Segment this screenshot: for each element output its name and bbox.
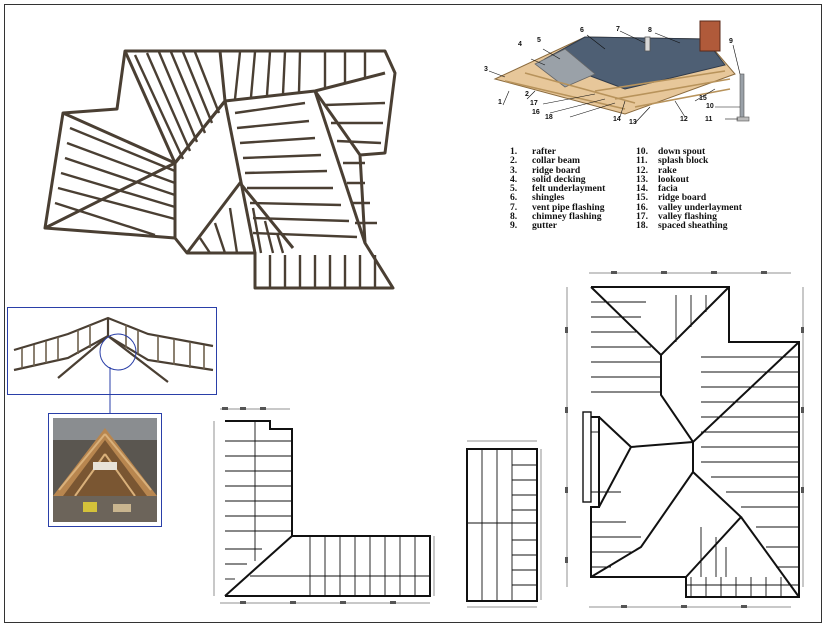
callout-11: 11 <box>705 116 713 123</box>
callout-10: 10 <box>706 103 714 110</box>
callout-5: 5 <box>537 37 541 44</box>
callout-15: 15 <box>699 95 707 102</box>
ridge-detail-inset <box>7 307 217 395</box>
callout-14: 14 <box>613 116 621 123</box>
ridge-photo <box>53 418 157 522</box>
legend-item: 15.ridge board <box>636 192 707 204</box>
inset-leader-line <box>109 367 111 415</box>
callout-1: 1 <box>498 99 502 106</box>
legend-item: 6.shingles <box>510 192 565 204</box>
roof-cutaway-illustration <box>488 20 750 124</box>
legend-item: 3.ridge board <box>510 164 581 176</box>
framing-plan-l-shape <box>213 407 435 604</box>
callout-7: 7 <box>616 26 620 33</box>
legend-item: 14.facia <box>636 183 678 195</box>
callout-2: 2 <box>525 91 529 98</box>
callout-8: 8 <box>648 27 652 34</box>
ridge-photo-inset <box>48 413 162 527</box>
legend-item: 17.valley flashing <box>636 211 717 223</box>
legend-item: 1.rafter <box>510 146 556 157</box>
framing-plan-rectangle <box>466 440 542 608</box>
legend-item: 2.collar beam <box>510 155 581 167</box>
legend-item: 7.vent pipe flashing <box>510 201 605 213</box>
callout-6: 6 <box>580 27 584 34</box>
legend-item: 11.splash block <box>636 155 709 167</box>
legend-item: 13.lookout <box>636 173 689 185</box>
callout-3: 3 <box>484 66 488 73</box>
drawing-sheet: 1 2 3 4 5 6 7 8 9 10 11 12 13 14 15 16 1… <box>4 4 822 623</box>
legend-item: 12.rake <box>636 164 677 176</box>
callout-16: 16 <box>532 109 540 116</box>
ridge-detail-3d <box>13 316 214 383</box>
framing-plan-hip-roof <box>565 271 804 608</box>
callout-17: 17 <box>530 100 538 107</box>
callout-12: 12 <box>680 116 688 123</box>
legend-item: 16.valley underlayment <box>636 201 742 213</box>
callout-4: 4 <box>518 41 522 48</box>
legend-item: 8.chimney flashing <box>510 211 602 223</box>
roof-framing-3d-model <box>43 49 397 290</box>
legend-item: 9.gutter <box>510 220 558 232</box>
legend-item: 18.spaced sheathing <box>636 220 728 232</box>
legend-column-right: 10.down spout 11.splash block 12.rake 13… <box>636 147 742 231</box>
legend-item: 5.felt underlayment <box>510 183 606 195</box>
callout-13: 13 <box>629 119 637 126</box>
legend-item: 4.solid decking <box>510 173 586 185</box>
callout-18: 18 <box>545 114 553 121</box>
legend-column-left: 1.rafter 2.collar beam 3.ridge board 4.s… <box>510 147 605 231</box>
callout-9: 9 <box>729 38 733 45</box>
legend-item: 10.down spout <box>636 146 706 157</box>
